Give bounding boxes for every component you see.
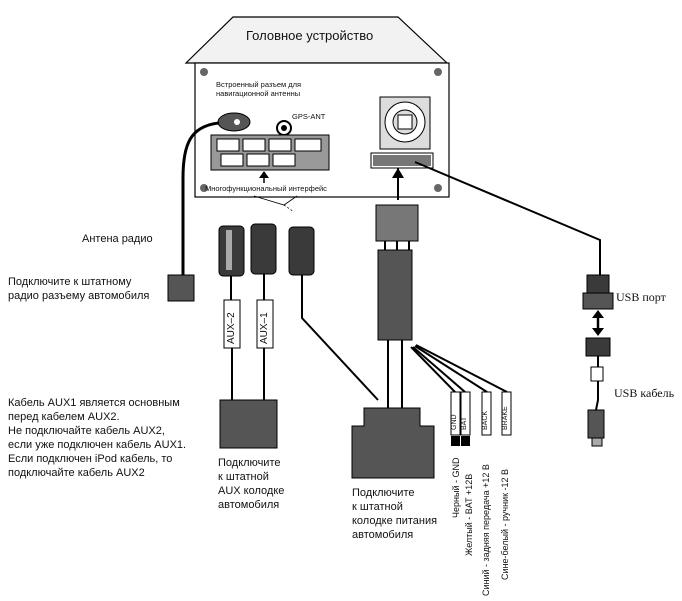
wire-tag-brake: BRAKE [502,406,509,430]
usb-cable-label: USB кабель [614,386,675,400]
radio-antenna-label: Антена радио [82,233,153,245]
aux-note: Кабель AUX1 является основным перед кабе… [8,397,187,479]
multi-interface-label: Многофункциональный интерфейс [205,184,327,193]
aux1-tag: AUX–1 [259,312,270,344]
power-plug [351,407,435,479]
aux-connect-text: Подключите к штатной AUX колодке автомоб… [218,457,285,511]
nav-connector-label: Встроенный разъем для навигационной анте… [216,80,302,98]
wire-tag-bat: BAT [461,416,468,430]
wire-desc-back: Синий - задняя передача +12 В [481,464,491,596]
usb-cable [414,161,614,447]
cooling-fan [379,96,431,150]
aux1-cable [250,223,277,400]
usb-port-label: USB порт [616,290,666,304]
wire-desc-gnd: Черный - GND [451,457,461,518]
aux2-tag: AUX–2 [226,312,237,344]
wire-tag-gnd: GND [451,414,458,430]
power-connect-text: Подключите к штатной колодке питания авт… [352,487,438,541]
radio-antenna-plug [217,112,251,132]
multi-connector [210,134,330,171]
aux2-cable [218,225,245,400]
wire-tag-back: BACK [482,410,489,430]
loose-wires [410,344,512,446]
aux-connector-block [219,399,278,449]
radio-antenna-connector [167,274,195,302]
radio-antenna-instruction: Подключите к штатному радио разъему авто… [8,276,150,302]
gps-connector [276,120,292,136]
head-unit-title: Головное устройство [246,28,374,43]
third-connector [288,226,379,401]
wire-desc-bat: Желтый - BAT +12В [464,473,474,556]
power-harness [375,168,419,410]
wire-desc-brake: Сине-белый - ручник -12 В [500,468,510,580]
gps-label: GPS-ANT [292,112,326,121]
